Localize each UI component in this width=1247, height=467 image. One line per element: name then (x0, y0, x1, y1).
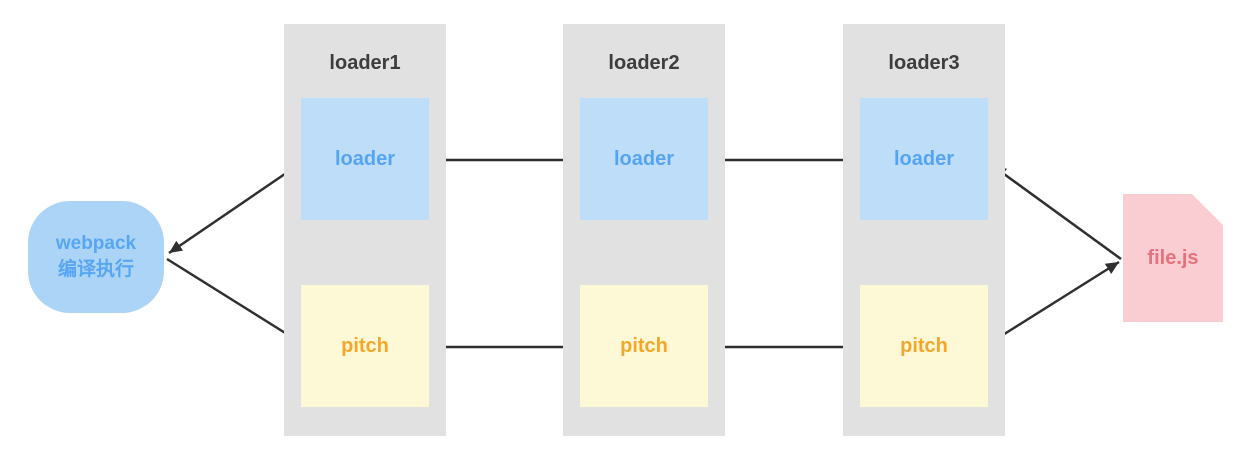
file-js-node: file.js (1123, 194, 1223, 322)
webpack-node-line1: webpack (55, 233, 137, 254)
loader3-pitch-box: pitch (860, 285, 988, 407)
loader2-pitch-label: pitch (620, 334, 668, 357)
loader3-column: loader3 loader pitch (843, 24, 1005, 436)
loader1-pitch-box: pitch (301, 285, 429, 407)
file-js-label: file.js (1147, 246, 1199, 269)
arrow-pitch3-to-file (989, 260, 1120, 345)
loader3-pitch-label: pitch (900, 334, 948, 357)
loader1-loader-label: loader (334, 147, 396, 170)
arrow-file-to-loader3 (992, 164, 1122, 261)
loader2-loader-label: loader (613, 147, 675, 170)
loader1-pitch-label: pitch (341, 334, 389, 357)
loader2-title: loader2 (608, 52, 680, 74)
loader3-loader-box: loader (860, 98, 988, 220)
arrow-webpack-to-pitch1 (166, 257, 299, 343)
loader2-pitch-box: pitch (580, 285, 708, 407)
webpack-node-line2: 编译执行 (57, 259, 134, 280)
arrow-loader1-to-webpack (168, 161, 302, 255)
loader3-loader-label: loader (893, 147, 955, 170)
webpack-node: webpack 编译执行 (28, 201, 164, 313)
loader1-title: loader1 (329, 52, 401, 74)
loader2-column: loader2 loader pitch (563, 24, 725, 436)
loader3-title: loader3 (888, 52, 960, 74)
loader1-loader-box: loader (301, 98, 429, 220)
loader1-column: loader1 loader pitch (284, 24, 446, 436)
loader2-loader-box: loader (580, 98, 708, 220)
